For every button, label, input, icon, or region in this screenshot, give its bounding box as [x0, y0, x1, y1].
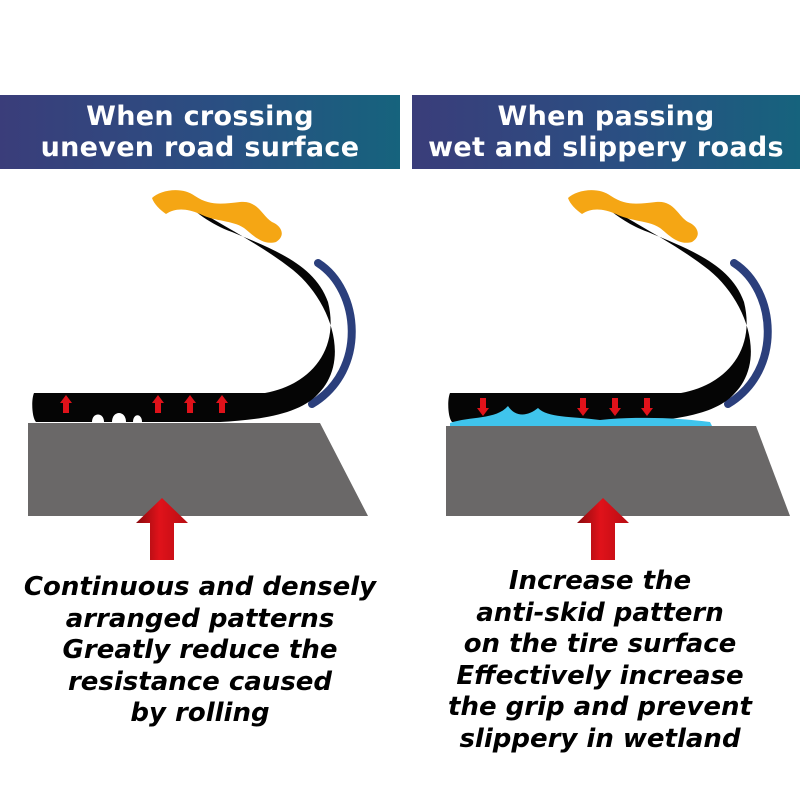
panel-caption: Increase the anti-skid pattern on the ti…: [400, 566, 800, 755]
small-arrow-down-icon: [609, 398, 621, 416]
rim-flange: [568, 190, 698, 243]
caption-line: resistance caused: [67, 666, 333, 697]
small-arrow-up-icon: [184, 395, 196, 413]
tread-groove: [133, 415, 142, 422]
caption-line: Effectively increase: [456, 660, 744, 691]
large-arrow-up-icon: [577, 498, 629, 560]
small-arrow-down-icon: [477, 398, 489, 416]
tire-body: [448, 198, 751, 422]
panel-wet-road: When passing wet and slippery roads: [400, 0, 800, 800]
tire-body: [32, 198, 335, 422]
header-line: wet and slippery roads: [428, 132, 784, 163]
caption-line: Greatly reduce the: [62, 635, 338, 665]
sidewall-arc: [724, 259, 772, 408]
sidewall-arc: [308, 259, 356, 408]
water-layer: [450, 406, 712, 426]
tread-groove: [112, 413, 126, 422]
small-arrow-down-icon: [577, 398, 589, 416]
tire-cross-section-illustration: [28, 190, 368, 560]
pressure-arrows-up: [60, 395, 228, 413]
panel-uneven-road: When crossing uneven road surface: [0, 95, 400, 730]
header-line: When crossing: [86, 101, 314, 132]
road-surface: [28, 423, 368, 516]
caption-line: arranged patterns: [65, 603, 335, 634]
caption-line: the grip and prevent: [448, 692, 752, 722]
large-arrow-up-icon: [136, 498, 188, 560]
header-line: uneven road surface: [40, 132, 360, 163]
caption-line: slippery in wetland: [459, 723, 741, 754]
small-arrow-down-icon: [641, 398, 653, 416]
small-arrow-up-icon: [60, 395, 72, 413]
small-arrow-up-icon: [152, 395, 164, 413]
caption-line: Increase the: [508, 566, 692, 596]
caption-line: by rolling: [130, 698, 270, 728]
caption-line: on the tire surface: [463, 629, 737, 659]
tire-cross-section-illustration: [446, 190, 790, 560]
caption-line: anti-skid pattern: [476, 597, 724, 628]
road-surface: [446, 426, 790, 516]
header-line: When passing: [497, 101, 715, 132]
rim-flange: [152, 190, 282, 243]
panel-header: When passing wet and slippery roads: [412, 95, 800, 169]
small-arrow-up-icon: [216, 395, 228, 413]
pressure-arrows-down: [477, 398, 653, 416]
panel-header: When crossing uneven road surface: [0, 95, 400, 169]
caption-line: Continuous and densely: [23, 572, 377, 602]
panel-caption: Continuous and densely arranged patterns…: [0, 572, 400, 730]
tread-groove: [92, 414, 104, 422]
